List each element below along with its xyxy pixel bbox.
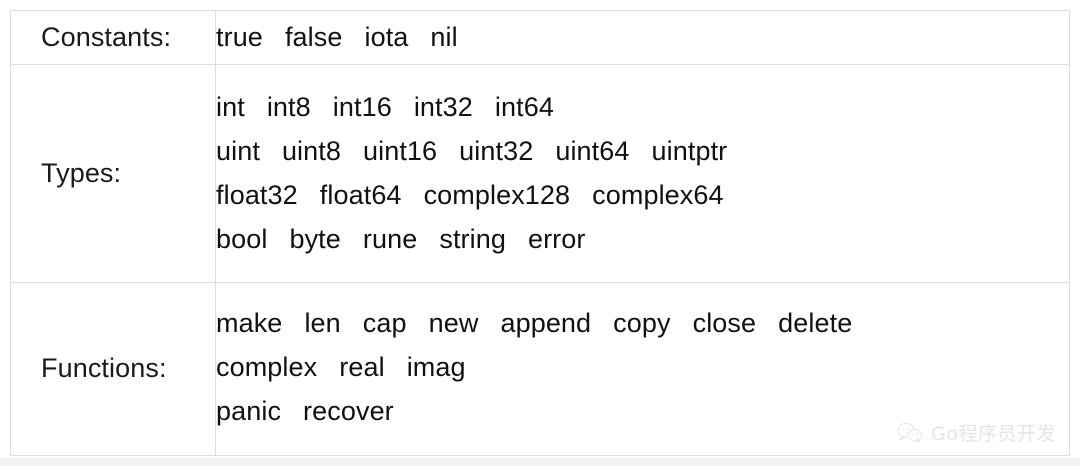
keyword-item: append [500,308,592,339]
row-label-cell-functions: Functions: [10,282,216,456]
keyword-item: imag [406,352,466,383]
keyword-item: make [216,308,283,339]
keyword-line: uint uint8 uint16 uint32 uint64 uintptr [216,129,1069,173]
keyword-item: int64 [494,91,554,122]
keyword-item: close [692,308,757,339]
keyword-item: uint [216,135,260,166]
keyword-item: uint32 [459,135,534,166]
keyword-item: bool [216,223,268,254]
keyword-item: uint64 [555,135,630,166]
keyword-item: iota [364,22,409,53]
keyword-item: complex64 [592,179,724,210]
keyword-item: int32 [413,91,473,122]
keyword-line: float32 float64 complex128 complex64 [216,173,1069,217]
keyword-item: copy [613,308,671,339]
keyword-item: int [216,91,245,122]
keyword-item: rune [362,223,418,254]
keyword-item: int8 [266,91,311,122]
row-label-cell-types: Types: [10,63,216,284]
keyword-line: complex real imag [216,345,1069,389]
row-label-types: Types: [41,157,122,188]
keyword-item: complex128 [423,179,571,210]
keyword-item: int16 [332,91,392,122]
keyword-item: delete [778,308,853,339]
keyword-item: uint16 [363,135,438,166]
row-label-constants: Constants: [41,21,172,52]
keyword-item: new [428,308,479,339]
keyword-line: int int8 int16 int32 int64 [216,85,1069,129]
keyword-item: len [304,308,341,339]
keyword-item: uint8 [281,135,341,166]
keyword-item: float32 [216,179,298,210]
keyword-item: real [339,352,385,383]
keyword-item: panic [216,396,282,427]
page-bottom-edge [0,458,1080,466]
keyword-item: cap [362,308,407,339]
keyword-item: complex [216,352,318,383]
keyword-item: false [284,22,343,53]
keyword-item: true [216,22,263,53]
keyword-item: uintptr [651,135,728,166]
row-label-cell-constants: Constants: [10,10,216,65]
row-label-functions: Functions: [41,353,167,384]
keyword-item: nil [430,22,458,53]
keyword-item: byte [289,223,341,254]
keyword-line: panic recover [216,389,1069,433]
keyword-item: string [439,223,506,254]
keyword-item: recover [303,396,394,427]
keyword-item: error [527,223,586,254]
keyword-item: float64 [319,179,402,210]
keyword-line: bool byte rune string error [216,217,1069,261]
